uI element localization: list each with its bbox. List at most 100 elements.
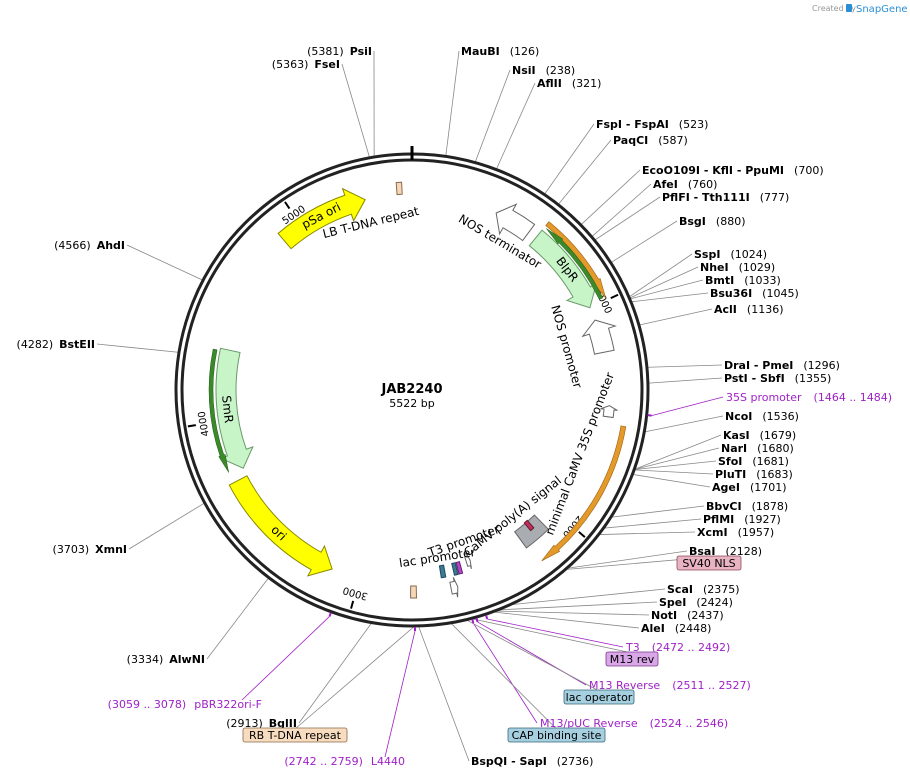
orf-arrow-blpr-orf[interactable] xyxy=(546,228,604,300)
site-alei[interactable]: AleI(2448) xyxy=(641,622,711,635)
leader-line xyxy=(611,505,705,518)
orf-arrow-orf-2[interactable] xyxy=(541,425,627,562)
primer-m13-puc-reverse[interactable]: M13/pUC Reverse(2524 .. 2546) xyxy=(471,618,728,730)
primer-m13-reverse[interactable]: M13 Reverse(2511 .. 2527) xyxy=(475,617,751,692)
site-xcmi[interactable]: XcmI(1957) xyxy=(697,526,774,539)
feature-minimal-camv-35s-promoter[interactable] xyxy=(600,405,618,419)
primer-name: pBR322ori-F xyxy=(194,698,262,711)
site-afei[interactable]: AfeI(760) xyxy=(653,178,717,191)
site-name: FseI xyxy=(314,58,340,71)
site-label: (3703)XmnI xyxy=(53,543,127,556)
site-pluti[interactable]: PluTI(1683) xyxy=(715,468,793,481)
leader-line xyxy=(611,220,678,263)
site-spei[interactable]: SpeI(2424) xyxy=(659,596,733,609)
feature-m13-rev[interactable] xyxy=(455,560,464,575)
site-xmni[interactable]: (3703)XmnI xyxy=(53,543,127,556)
feature-psa-ori[interactable] xyxy=(277,187,366,250)
site-label: PluTI(1683) xyxy=(715,468,793,481)
feature-nos-promoter[interactable] xyxy=(581,319,617,355)
site-position: (700) xyxy=(794,164,824,177)
feature-cap-binding-site[interactable] xyxy=(438,564,447,579)
feature-nos-terminator[interactable] xyxy=(495,203,536,242)
site-psti-sbfi[interactable]: PstI - SbfI(1355) xyxy=(724,372,831,385)
site-name: Bsu36I xyxy=(710,287,752,300)
primer-l4440[interactable]: (2742 .. 2759)L4440 xyxy=(284,626,417,768)
site-nhei[interactable]: NheI(1029) xyxy=(700,261,775,274)
feature-box-bg xyxy=(507,727,606,743)
feature-lac-operator[interactable] xyxy=(451,562,459,576)
site-name: AgeI xyxy=(712,481,740,494)
site-label: (3334)AlwNI xyxy=(127,653,205,666)
site-label: BsgI(880) xyxy=(679,215,746,228)
primer-t3[interactable]: T3(2472 .. 2492) xyxy=(485,614,731,654)
site-drai-pmei[interactable]: DraI - PmeI(1296) xyxy=(724,359,840,372)
feature-lb-t-dna-repeat[interactable] xyxy=(395,181,403,196)
feature-box-cap-binding-site[interactable]: CAP binding site xyxy=(507,727,606,743)
leader-line xyxy=(568,550,688,569)
leader-line xyxy=(635,460,717,470)
site-pflfi-tth111i[interactable]: PflFI - Tth111I(777) xyxy=(662,191,789,204)
site-ecoo109i-kfli-ppumi[interactable]: EcoO109I - KflI - PpuMI(700) xyxy=(642,164,824,177)
feature-lac-promoter[interactable] xyxy=(449,577,459,598)
feature-box-lac-operator[interactable]: lac operator xyxy=(563,689,635,705)
feature-box-m13-rev[interactable]: M13 rev xyxy=(605,651,659,667)
site-nsii[interactable]: NsiI(238) xyxy=(512,64,575,77)
site-name: PaqCI xyxy=(613,134,648,147)
site-position: (1355) xyxy=(795,372,832,385)
site-psii[interactable]: (5381)PsiI xyxy=(307,45,372,58)
site-fsei[interactable]: (5363)FseI xyxy=(272,58,340,71)
feature-blpr[interactable] xyxy=(528,229,598,309)
primer-marker xyxy=(328,612,332,617)
feature-ori[interactable] xyxy=(228,475,333,577)
site-nari[interactable]: NarI(1680) xyxy=(721,442,794,455)
site-acli[interactable]: AclI(1136) xyxy=(714,303,783,316)
site-bsgi[interactable]: BsgI(880) xyxy=(679,215,746,228)
feature-box-rb-t-dna-repeat[interactable]: RB T-DNA repeat xyxy=(242,727,348,743)
orf-arrow-smr-orf[interactable] xyxy=(208,348,229,473)
leader-line xyxy=(645,415,724,433)
feature-box-sv40-nls[interactable]: SV40 NLS xyxy=(676,555,742,571)
site-paqci[interactable]: PaqCI(587) xyxy=(613,134,688,147)
site-bsai[interactable]: BsaI(2128) xyxy=(689,545,762,558)
site-pflmi[interactable]: PflMI(1927) xyxy=(703,513,781,526)
tick-mark xyxy=(187,424,196,428)
site-kasi[interactable]: KasI(1679) xyxy=(723,429,796,442)
site-bsu36i[interactable]: Bsu36I(1045) xyxy=(710,287,799,300)
primer-range: (2472 .. 2492) xyxy=(652,641,731,654)
site-sfoi[interactable]: SfoI(1681) xyxy=(718,455,789,468)
site-maubi[interactable]: MauBI(126) xyxy=(461,45,539,58)
leader-line xyxy=(497,610,650,616)
site-sspi[interactable]: SspI(1024) xyxy=(694,248,767,261)
leader-line xyxy=(512,588,666,605)
feature-sv40-nls[interactable] xyxy=(523,519,535,532)
site-bglii[interactable]: (2913)BglII xyxy=(226,717,297,730)
site-name: BbvCI xyxy=(706,500,742,513)
tick-mark xyxy=(610,293,619,300)
site-bbvci[interactable]: BbvCI(1878) xyxy=(706,500,788,513)
site-aflii[interactable]: AflII(321) xyxy=(537,77,601,90)
site-name: NarI xyxy=(721,442,747,455)
site-bsteii[interactable]: (4282)BstEII xyxy=(17,338,95,351)
site-bmti[interactable]: BmtI(1033) xyxy=(705,274,781,287)
site-position: (321) xyxy=(572,77,602,90)
leader-line xyxy=(630,266,699,299)
site-noti[interactable]: NotI(2437) xyxy=(651,609,724,622)
primer-label: (2742 .. 2759)L4440 xyxy=(284,755,405,768)
site-alwni[interactable]: (3334)AlwNI xyxy=(127,653,205,666)
feature-t3-promoter[interactable] xyxy=(464,552,472,570)
site-name: ScaI xyxy=(667,583,693,596)
feature-rb-t-dna-repeat[interactable] xyxy=(410,585,418,599)
feature-camv-poly-a-signal[interactable] xyxy=(513,514,550,549)
feature-box-bg xyxy=(605,651,659,667)
feature-smr[interactable] xyxy=(215,347,254,469)
primer-pbr322ori-f[interactable]: (3059 .. 3078)pBR322ori-F xyxy=(108,612,332,711)
site-scai[interactable]: ScaI(2375) xyxy=(667,583,740,596)
primer-35s-promoter[interactable]: 35S promoter(1464 .. 1484) xyxy=(647,391,892,417)
site-ahdi[interactable]: (4566)AhdI xyxy=(54,239,125,252)
site-agei[interactable]: AgeI (1701) xyxy=(712,481,787,494)
site-name: PflFI - Tth111I xyxy=(662,191,750,204)
site-bspqi-sapi[interactable]: BspQI - SapI(2736) xyxy=(471,755,593,768)
site-ncoi[interactable]: NcoI(1536) xyxy=(725,410,799,423)
site-fspi-fspai[interactable]: FspI - FspAI(523) xyxy=(596,118,708,131)
site-position: (1701) xyxy=(750,481,787,494)
